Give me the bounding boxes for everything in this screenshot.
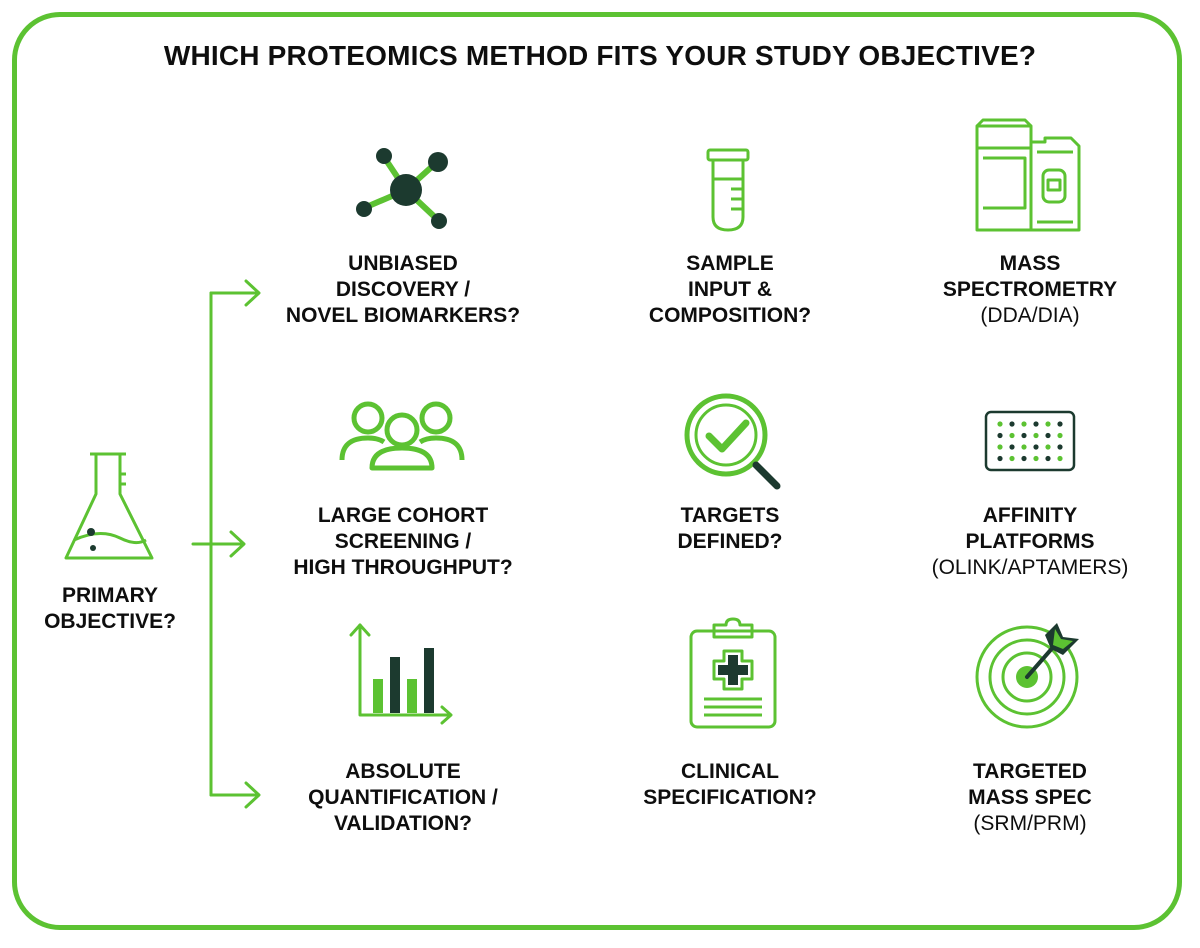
- people-group-icon: [339, 401, 465, 471]
- microplate-well: [1045, 421, 1051, 427]
- microplate-well: [1033, 432, 1039, 439]
- microplate-icon: [984, 410, 1076, 472]
- microplate-well: [1045, 432, 1051, 439]
- criterion-sample-input: SAMPLE INPUT & COMPOSITION?: [648, 252, 812, 327]
- microplate-well: [1033, 421, 1039, 427]
- target-icon: [975, 623, 1079, 729]
- clipboard-icon: [689, 617, 777, 729]
- question-absolute-quantification: ABSOLUTE QUANTIFICATION / VALIDATION?: [308, 760, 498, 835]
- microplate-well: [997, 432, 1003, 439]
- question-unbiased-discovery: UNBIASED DISCOVERY / NOVEL BIOMARKERS?: [285, 252, 521, 327]
- microplate-well: [997, 444, 1003, 450]
- bar-chart-icon: [349, 623, 453, 725]
- method-affinity-platforms: AFFINITY PLATFORMS (OLINK/APTAMERS): [931, 504, 1129, 579]
- primary-objective-label: PRIMARY OBJECTIVE?: [44, 584, 176, 633]
- microplate-well: [1057, 455, 1063, 462]
- microplate-well: [1045, 455, 1051, 462]
- microplate-well: [1009, 421, 1015, 427]
- microplate-well: [1021, 432, 1027, 439]
- microplate-well: [1045, 444, 1051, 450]
- criterion-targets-defined: TARGETS DEFINED?: [677, 504, 783, 553]
- microplate-well: [1021, 444, 1027, 450]
- diagram-frame: [12, 12, 1182, 930]
- microplate-well: [1057, 444, 1063, 450]
- method-mass-spectrometry: MASS SPECTROMETRY (DDA/DIA): [942, 252, 1118, 327]
- network-icon: [356, 148, 448, 229]
- microplate-well: [1009, 432, 1015, 439]
- microplate-well: [997, 421, 1003, 427]
- microplate-well: [997, 455, 1003, 462]
- microplate-well: [1033, 444, 1039, 450]
- microplate-well: [1021, 455, 1027, 462]
- question-large-cohort: LARGE COHORT SCREENING / HIGH THROUGHPUT…: [293, 504, 513, 579]
- microplate-well: [1033, 455, 1039, 462]
- microplate-well: [1057, 421, 1063, 427]
- microplate-well: [1009, 455, 1015, 462]
- microplate-well: [1057, 432, 1063, 439]
- microplate-well: [1009, 444, 1015, 450]
- magnifier-check-icon: [684, 393, 781, 490]
- mass-spectrometer-icon: [975, 118, 1081, 232]
- microplate-well: [1021, 421, 1027, 427]
- criterion-clinical-specification: CLINICAL SPECIFICATION?: [643, 760, 817, 809]
- test-tube-icon: [706, 148, 750, 232]
- page-title: WHICH PROTEOMICS METHOD FITS YOUR STUDY …: [163, 40, 1037, 71]
- method-targeted-mass-spec: TARGETED MASS SPEC (SRM/PRM): [968, 760, 1092, 835]
- flask-icon: [64, 452, 154, 560]
